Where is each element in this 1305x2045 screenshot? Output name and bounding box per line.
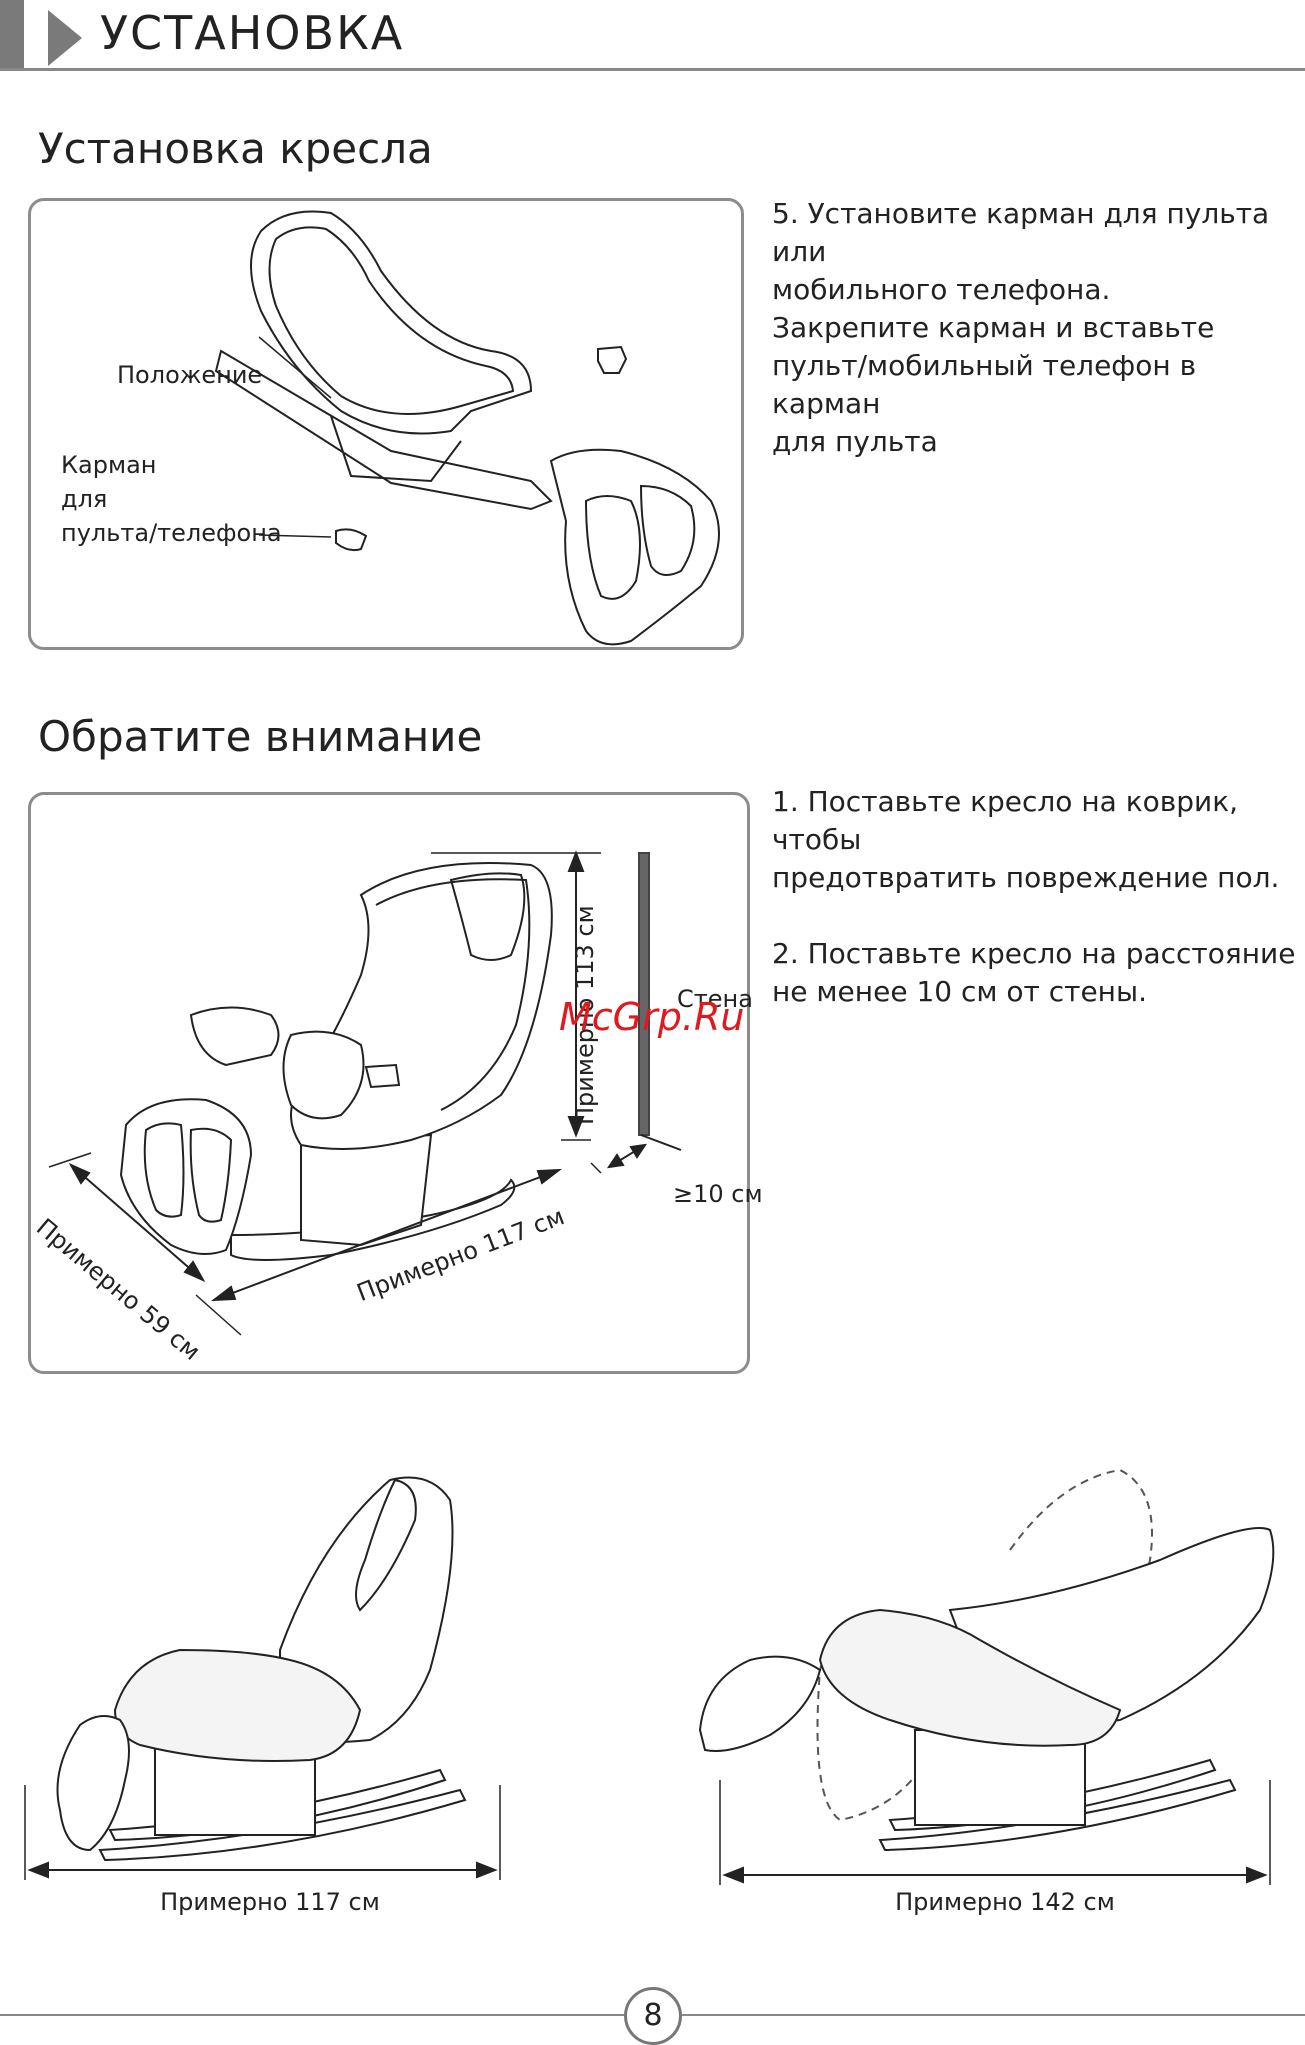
illustration-panel-dimensions: Примерно 113 см Стена ≥10 см Примерно 11… bbox=[28, 792, 763, 1374]
page-number: 8 bbox=[624, 1987, 682, 2045]
chair-dimensions-illustration bbox=[48, 850, 682, 1336]
label-pocket-line1: Карман bbox=[61, 451, 157, 479]
instruction-line: для пульта bbox=[772, 425, 938, 458]
section-title-chair-installation: Установка кресла bbox=[38, 124, 433, 173]
watermark-text: McGrp.Ru bbox=[559, 995, 745, 1039]
header-accent-bar bbox=[0, 0, 24, 70]
label-pocket-line2: для bbox=[61, 485, 108, 513]
caption-upright-length: Примерно 117 см bbox=[160, 1888, 380, 1916]
label-position: Положение bbox=[117, 361, 263, 389]
instruction-line: мобильного телефона. bbox=[772, 273, 1111, 306]
header-arrow-icon bbox=[48, 10, 82, 66]
instruction-line: 5. Установите карман для пульта или bbox=[772, 197, 1270, 268]
chair-pocket-illustration bbox=[214, 210, 720, 646]
side-view-reclined: Примерно 142 см bbox=[690, 1410, 1290, 1920]
chair-reclined-illustration bbox=[698, 1468, 1275, 1885]
label-pocket-line3: пульта/телефона bbox=[61, 519, 282, 547]
paragraph-spacer bbox=[772, 897, 1297, 935]
section2-instructions: 1. Поставьте кресло на коврик, чтобы пре… bbox=[772, 783, 1297, 1011]
side-view-upright: Примерно 117 см bbox=[20, 1410, 520, 1920]
instruction-line: 2. Поставьте кресло на расстояние bbox=[772, 937, 1296, 970]
instruction-line: предотвратить повреждение пол. bbox=[772, 861, 1280, 894]
instruction-line: Закрепите карман и вставьте bbox=[772, 311, 1215, 344]
section-title-attention: Обратите внимание bbox=[38, 712, 483, 761]
instruction-line: 1. Поставьте кресло на коврик, чтобы bbox=[772, 785, 1239, 856]
chair-upright-illustration bbox=[24, 1476, 501, 1880]
instruction-line: пульт/мобильный телефон в карман bbox=[772, 349, 1197, 420]
section1-instructions: 5. Установите карман для пульта или моби… bbox=[772, 195, 1292, 461]
label-wall: Стена bbox=[677, 985, 753, 1013]
instruction-line: не менее 10 см от стены. bbox=[772, 975, 1147, 1008]
caption-reclined-length: Примерно 142 см bbox=[895, 1888, 1115, 1916]
page-header-title: УСТАНОВКА bbox=[100, 6, 405, 60]
header-divider bbox=[0, 68, 1305, 71]
label-gap: ≥10 см bbox=[673, 1180, 763, 1208]
illustration-panel-pocket: Положение Карман для пульта/телефона bbox=[28, 198, 744, 650]
